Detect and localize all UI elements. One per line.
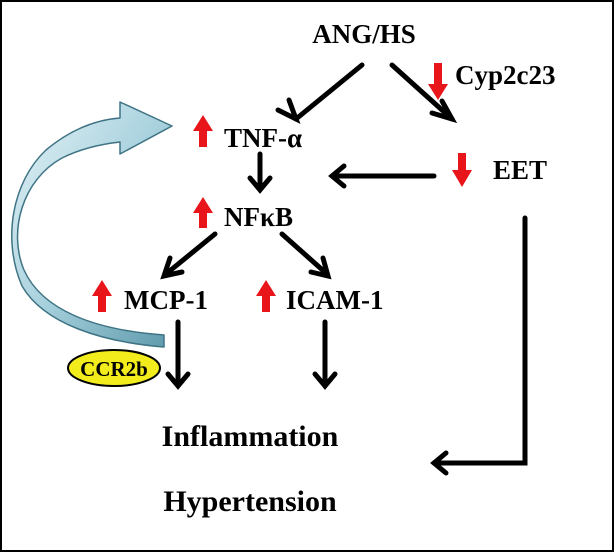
ccr2b-label: CCR2b [80, 357, 148, 381]
node-tnf-alpha: TNF-α [224, 123, 302, 153]
arrow-icam1-to-inflammation-head [312, 371, 338, 390]
arrow-anghs-to-tnf [293, 62, 365, 122]
feedback-arrow [11, 101, 173, 348]
up-arrow-icon [193, 197, 213, 228]
change-markers [92, 63, 472, 312]
arrow-tnf-to-nfkb-head [247, 175, 273, 194]
arrow-eet-to-nfkb-head [328, 163, 347, 189]
up-arrow-icon [92, 280, 112, 312]
down-arrow-icon [452, 153, 472, 187]
node-hypertension: Hypertension [163, 485, 337, 518]
arrow-anghs-to-eet-head [429, 98, 458, 124]
node-nfkb: NFκB [224, 202, 293, 232]
node-eet: EET [493, 155, 547, 185]
up-arrow-icon [193, 115, 213, 147]
arrow-anghs-to-tnf-head [275, 97, 301, 125]
down-arrow-icon [428, 63, 448, 100]
arrow-nfkb-to-icam1-head [308, 255, 332, 280]
arrow-anghs-to-eet [389, 62, 455, 122]
node-icam1: ICAM-1 [286, 285, 383, 315]
ccr2b-receptor: CCR2b [67, 349, 161, 387]
arrow-nfkb-to-mcp1 [163, 231, 218, 277]
node-ang-hs: ANG/HS [312, 19, 416, 49]
node-mcp1: MCP-1 [124, 285, 208, 315]
pathway-arrows [160, 62, 528, 476]
arrow-nfkb-to-mcp1-head [160, 255, 185, 280]
arrow-eet-to-hypertension-head [430, 450, 449, 476]
arrow-nfkb-to-icam1 [279, 231, 330, 277]
arrow-mcp1-to-inflammation-head [165, 371, 191, 390]
up-arrow-icon [256, 280, 276, 312]
node-inflammation: Inflammation [162, 420, 339, 453]
arrow-eet-to-hypertension [431, 215, 528, 466]
node-cyp2c23: Cyp2c23 [455, 60, 556, 90]
